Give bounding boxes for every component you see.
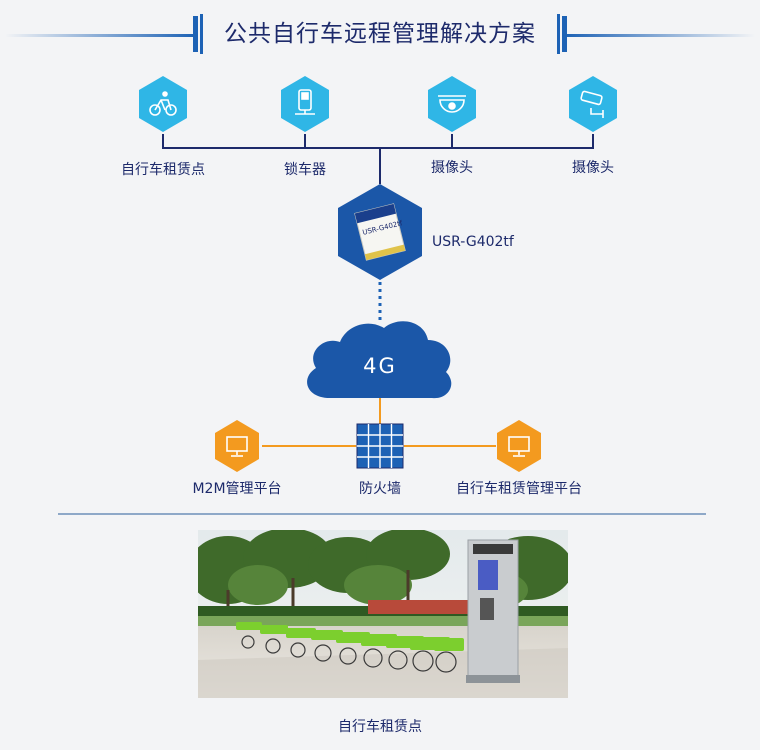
- device-bus-lines: [162, 134, 594, 184]
- firewall-icon: [356, 423, 404, 469]
- title-banner: [5, 14, 755, 54]
- cloud-4g-icon: [307, 321, 452, 399]
- bike-lock-node: [281, 76, 329, 132]
- device-label-camera-2: 摄像头: [572, 160, 614, 176]
- security-camera-node: [569, 76, 617, 132]
- monitor-icon: [226, 436, 248, 457]
- monitor-icon: [508, 436, 530, 457]
- device-label-camera-1: 摄像头: [431, 160, 473, 176]
- bicycle-node: [139, 76, 187, 132]
- photo-caption: 自行车租赁点: [338, 719, 422, 735]
- dome-camera-icon: [438, 95, 466, 113]
- device-label-rental-point: 自行车租赁点: [121, 162, 205, 178]
- rental-platform-node: [497, 420, 541, 472]
- m2m-platform-node: [215, 420, 259, 472]
- node-label-firewall: 防火墙: [359, 481, 401, 497]
- node-label-m2m: M2M管理平台: [192, 481, 282, 497]
- network-diagram: [58, 76, 706, 515]
- dome-camera-node: [428, 76, 476, 132]
- network-4g-label: 4G: [363, 354, 397, 378]
- bicycle-icon: [149, 91, 177, 116]
- device-label-bike-lock: 锁车器: [284, 162, 326, 178]
- rental-kiosk: [466, 539, 520, 683]
- module-node: [338, 184, 422, 280]
- module-chip-icon: [354, 203, 406, 261]
- bike-lock-icon: [295, 89, 315, 115]
- node-label-rental-platform: 自行车租赁管理平台: [456, 481, 582, 497]
- security-camera-icon: [580, 90, 604, 118]
- page-title: 公共自行车远程管理解决方案: [224, 21, 536, 47]
- bike-station-photo: [198, 530, 568, 698]
- module-label: USR-G402tf: [432, 234, 514, 250]
